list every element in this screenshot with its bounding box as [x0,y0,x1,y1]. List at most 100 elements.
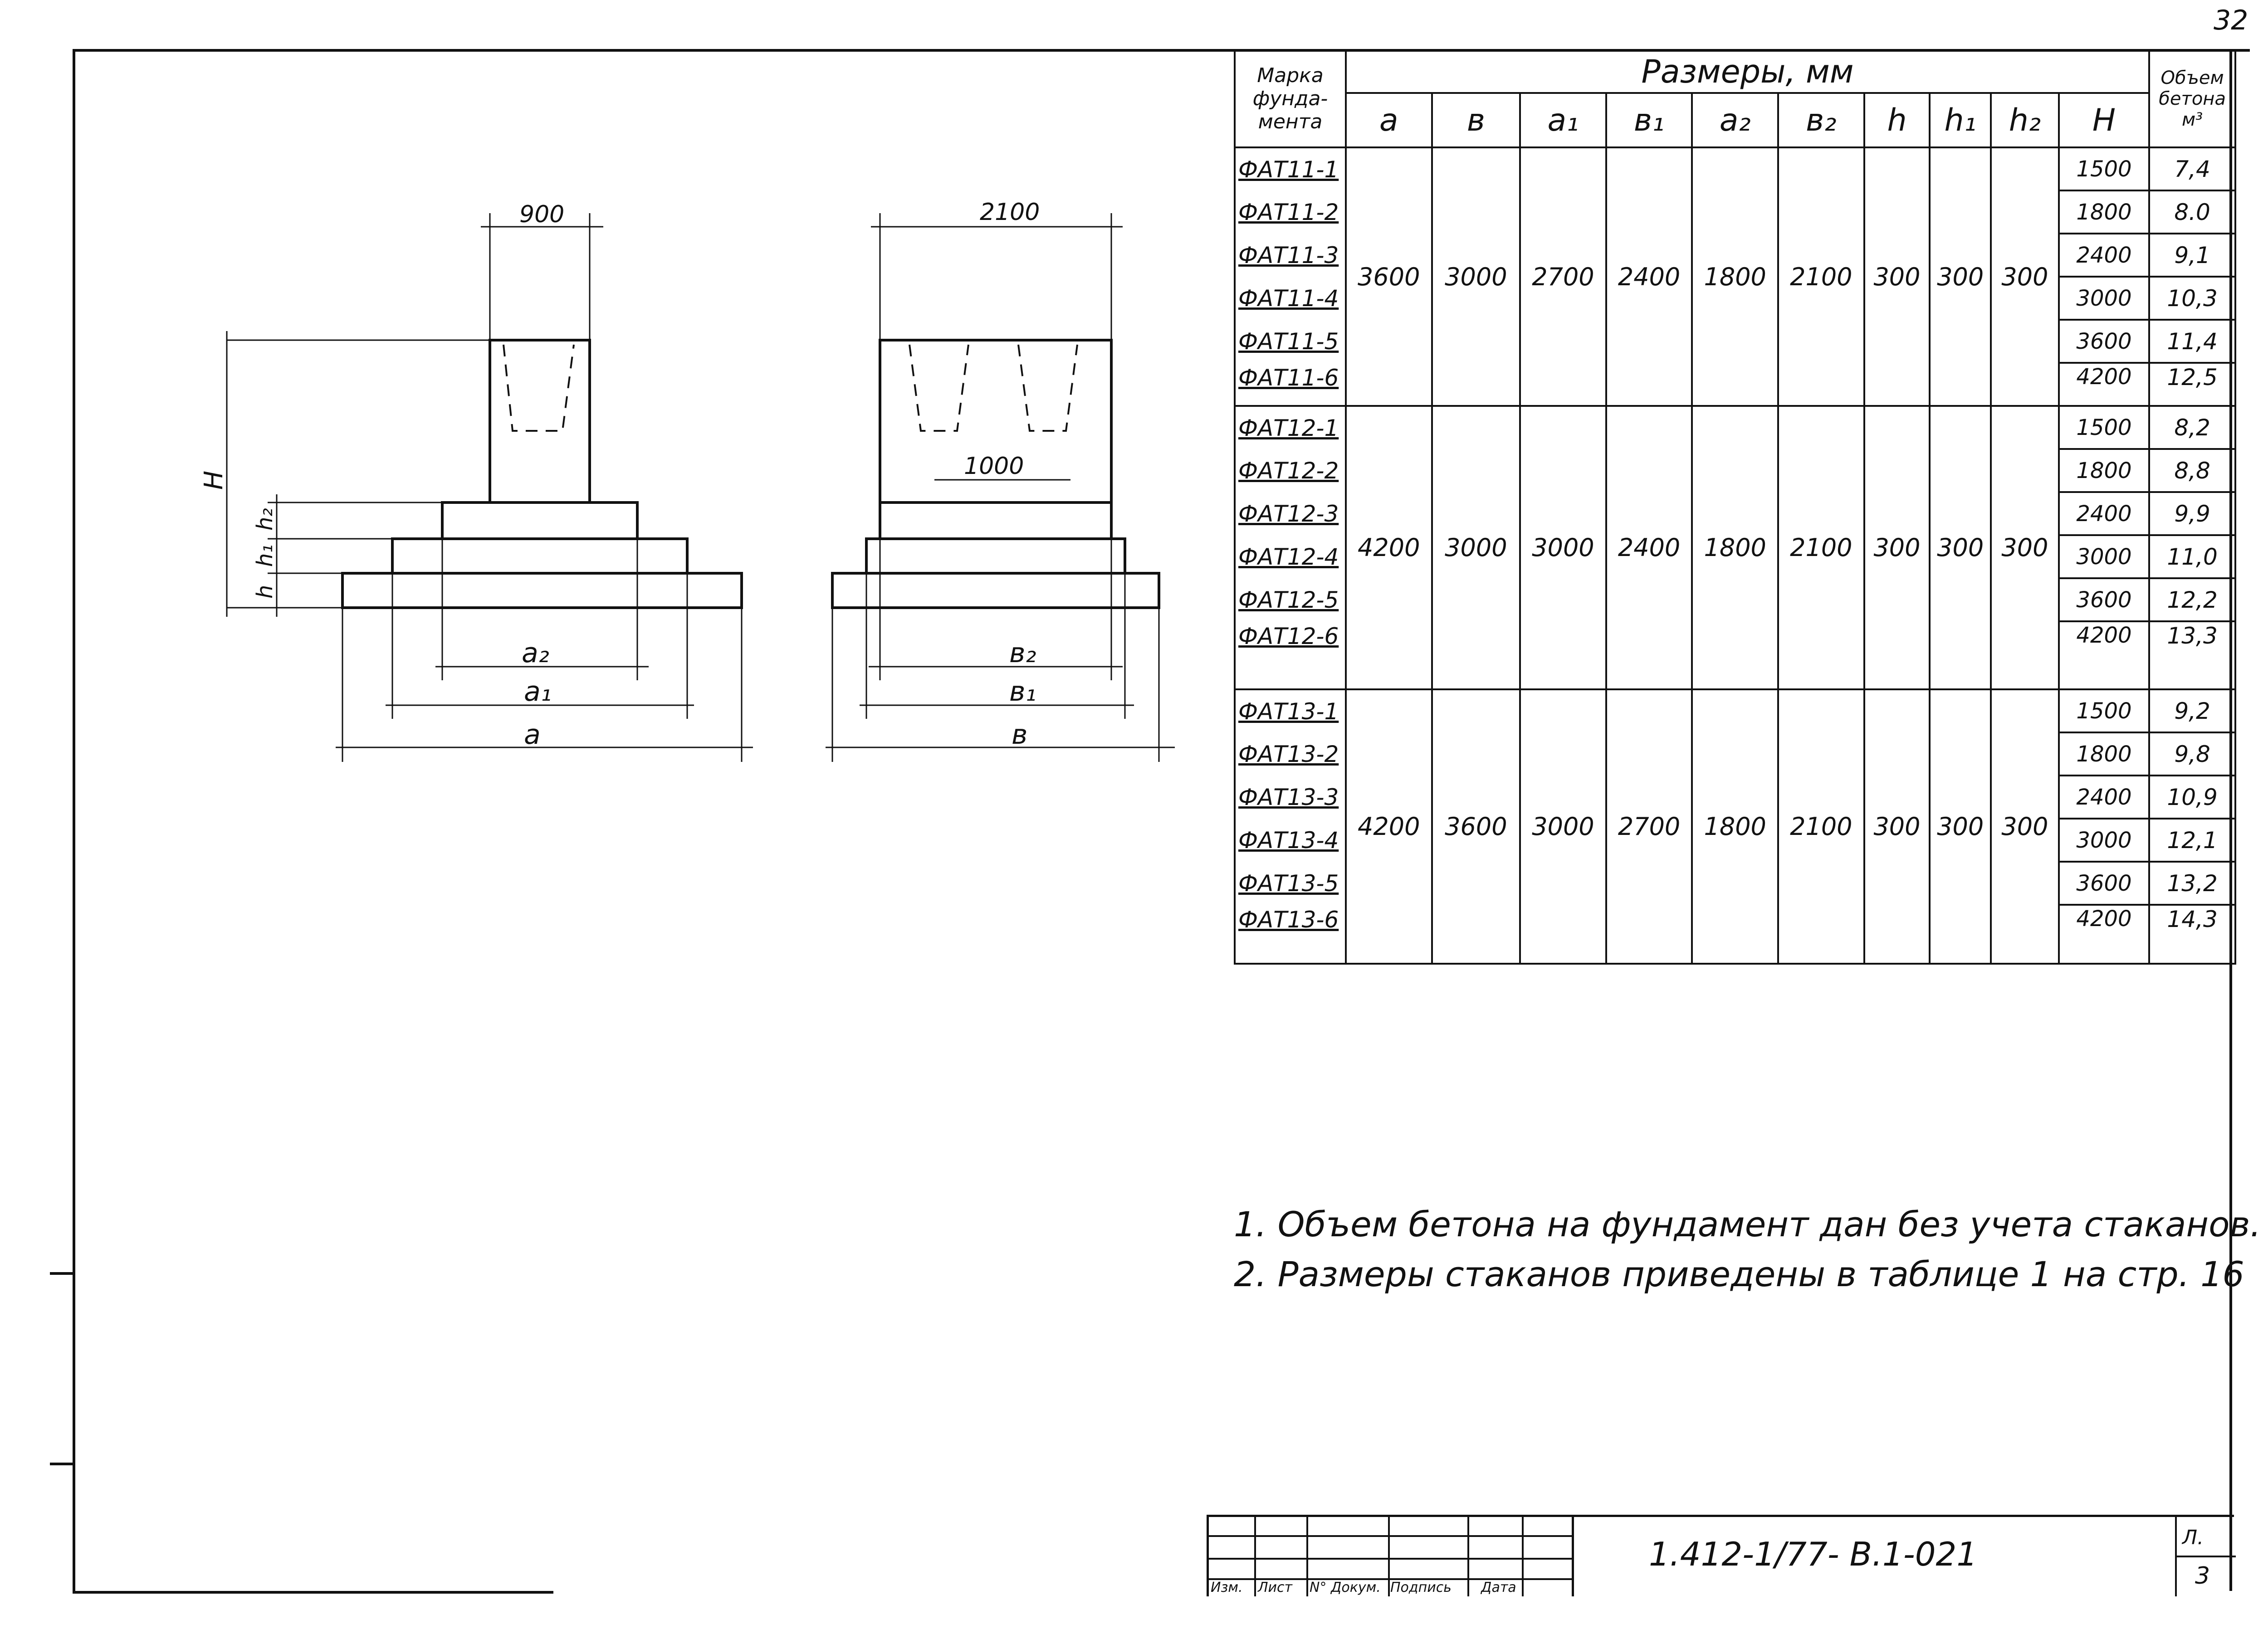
title-block: Изм. Лист N° Докум. Подпись Дата 1.412-1… [1207,1515,2236,1596]
mark-cell: ФАТ12-6 [1234,621,1347,690]
col-label-izm: Изм. [1211,1580,1243,1595]
dim-header-7: h₁ [1929,92,1992,148]
front-base [341,572,743,609]
height-cell: 2400 [2058,492,2151,536]
mark-cell: ФАТ12-2 [1234,449,1347,492]
header-dimensions: Размеры, мм [1344,49,2151,94]
note-2: 2. Размеры стаканов приведены в таблице … [1234,1254,2244,1294]
volume-cell: 14,3 [2148,905,2236,965]
height-cell: 2400 [2058,234,2151,278]
front-h2-label: h₂ [252,508,278,531]
height-cell: 1500 [2058,405,2151,450]
mark-cell: ФАТ13-1 [1234,688,1347,732]
dim-value-cell: 1800 [1691,146,1779,407]
mark-cell: ФАТ13-4 [1234,819,1347,862]
height-cell: 3600 [2058,320,2151,364]
side-b-label: в [1012,719,1027,751]
height-cell: 3000 [2058,535,2151,579]
height-cell: 2400 [2058,776,2151,820]
dim-value-cell: 3000 [1431,405,1521,690]
title-block-grid [1209,1517,1574,1596]
height-cell: 1500 [2058,688,2151,733]
height-cell: 1800 [2058,449,2151,493]
front-step-2 [441,501,639,540]
dim-value-cell: 2700 [1605,688,1693,965]
volume-cell: 8,8 [2148,449,2236,493]
volume-cell: 9,1 [2148,234,2236,278]
front-H-label: H [199,471,229,490]
height-cell: 4200 [2058,363,2151,407]
height-cell: 4200 [2058,621,2151,690]
dim-value-cell: 3600 [1431,688,1521,965]
dim-value-cell: 300 [1863,405,1931,690]
mark-cell: ФАТ12-3 [1234,492,1347,535]
sheet-number: 3 [2195,1562,2210,1590]
dim-value-cell: 2100 [1777,405,1865,690]
mark-cell: ФАТ11-3 [1234,234,1347,277]
mark-cell: ФАТ13-5 [1234,862,1347,905]
volume-cell: 11,0 [2148,535,2236,579]
dim-value-cell: 2100 [1777,688,1865,965]
dim-value-cell: 300 [1990,688,2060,965]
volume-cell: 13,3 [2148,621,2236,690]
dim-value-cell: 3600 [1344,146,1433,407]
col-label-list: Лист [1258,1580,1293,1595]
note-1: 1. Объем бетона на фундамент дан без уче… [1234,1204,2261,1244]
frame-bottom-line [73,1591,553,1594]
dim-value-cell: 300 [1990,405,2060,690]
dim-header-9: H [2058,92,2151,148]
foundation-drawings: 900 2100 1000 a₂ a₁ a в₂ в₁ в H h h₁ h₂ [199,199,1175,762]
side-step-2 [879,501,1113,540]
dim-header-0: a [1344,92,1433,148]
height-cell: 1800 [2058,732,2151,776]
dim-value-cell: 3000 [1431,146,1521,407]
height-cell: 3600 [2058,578,2151,622]
front-h1-label: h₁ [252,544,278,567]
dim-value-cell: 2400 [1605,405,1693,690]
dim-value-cell: 300 [1863,146,1931,407]
volume-cell: 7,4 [2148,146,2236,191]
col-label-data: Дата [1481,1580,1516,1595]
dim-value-cell: 300 [1929,688,1992,965]
front-a1-label: a₁ [524,676,552,707]
volume-cell: 12,5 [2148,363,2236,407]
volume-cell: 13,2 [2148,862,2236,906]
sheet-label: Л. [2182,1526,2204,1549]
dim-value-cell: 3000 [1519,405,1607,690]
volume-cell: 9,2 [2148,688,2236,733]
dim-value-cell: 1800 [1691,688,1779,965]
height-cell: 1800 [2058,190,2151,234]
height-cell: 3600 [2058,862,2151,906]
front-top-dim-label: 900 [519,201,564,228]
document-code: 1.412-1/77- В.1-021 [1649,1535,1978,1573]
side-base [831,572,1160,609]
dim-value-cell: 300 [1929,405,1992,690]
volume-cell: 12,1 [2148,819,2236,863]
mark-cell: ФАТ13-3 [1234,776,1347,819]
volume-cell: 10,3 [2148,277,2236,321]
side-step-1 [865,537,1126,575]
dim-header-4: a₂ [1691,92,1779,148]
volume-cell: 9,9 [2148,492,2236,536]
frame-tick-1 [50,1272,75,1275]
dim-header-1: в [1431,92,1521,148]
dim-value-cell: 300 [1990,146,2060,407]
front-step-1 [391,537,689,575]
volume-cell: 8.0 [2148,190,2236,234]
mark-cell: ФАТ12-1 [1234,405,1347,449]
mark-cell: ФАТ13-2 [1234,732,1347,776]
sheet-box: Л. 3 [2175,1517,2236,1596]
mark-cell: ФАТ11-4 [1234,277,1347,320]
front-column [489,339,591,504]
